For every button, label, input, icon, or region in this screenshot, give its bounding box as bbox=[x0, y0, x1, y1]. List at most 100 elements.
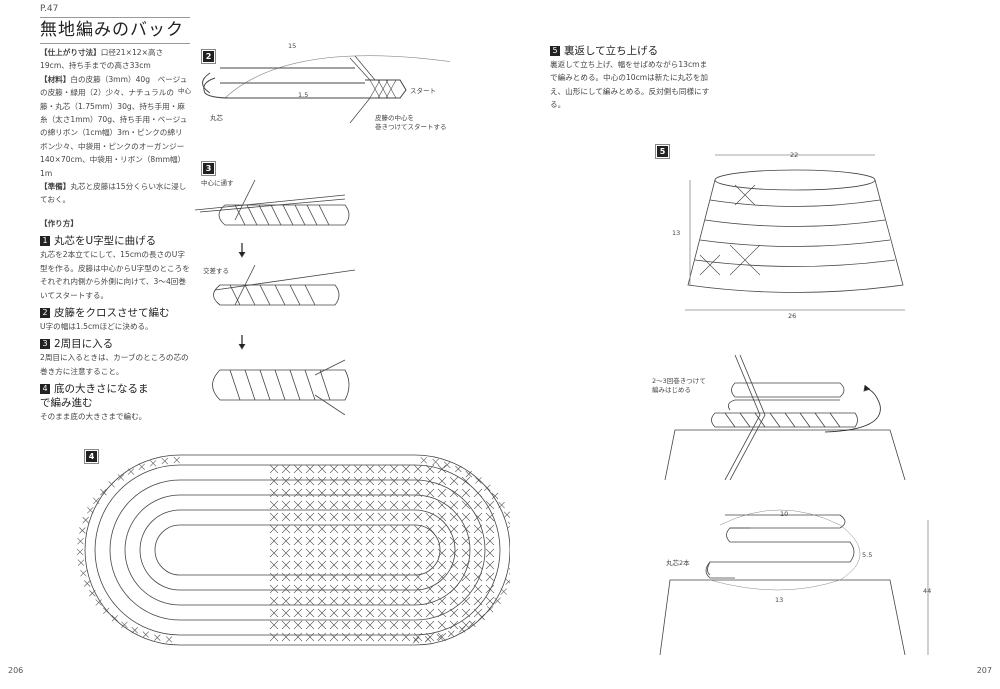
weave-mark bbox=[473, 524, 483, 534]
weave-mark bbox=[473, 536, 483, 546]
weave-mark bbox=[317, 488, 327, 498]
weave-mark bbox=[269, 596, 279, 606]
weave-mark bbox=[341, 584, 351, 594]
weave-mark bbox=[505, 578, 510, 585]
spec-block: 【仕上がり寸法】口径21×12×高さ19cm、持ち手までの高さ33cm 【材料】… bbox=[40, 46, 188, 207]
weave-mark bbox=[341, 560, 351, 570]
weave-mark bbox=[269, 488, 279, 498]
weave-mark bbox=[365, 560, 375, 570]
weave-mark bbox=[293, 620, 303, 630]
weave-mark bbox=[461, 584, 471, 594]
weave-mark bbox=[317, 596, 327, 606]
weave-mark bbox=[293, 476, 303, 486]
weave-mark bbox=[437, 488, 447, 498]
weave-mark bbox=[425, 608, 435, 618]
weave-mark bbox=[437, 464, 447, 474]
weave-mark bbox=[377, 572, 387, 582]
weave-mark bbox=[473, 572, 483, 582]
weave-mark bbox=[461, 572, 471, 582]
weave-mark bbox=[341, 632, 351, 642]
weave-mark bbox=[485, 560, 495, 570]
weave-mark bbox=[413, 536, 423, 546]
weave-mark bbox=[401, 476, 411, 486]
weave-mark bbox=[83, 580, 91, 587]
weave-mark bbox=[317, 500, 327, 510]
weave-mark bbox=[341, 512, 351, 522]
weave-mark bbox=[353, 596, 363, 606]
weave-mark bbox=[500, 588, 507, 595]
weave-mark bbox=[341, 620, 351, 630]
weave-mark bbox=[127, 468, 135, 475]
weave-mark bbox=[473, 500, 483, 510]
weave-mark bbox=[269, 548, 279, 558]
weave-mark bbox=[401, 596, 411, 606]
weave-mark bbox=[413, 608, 423, 618]
weave-mark bbox=[281, 632, 291, 642]
weave-mark bbox=[341, 608, 351, 618]
weave-mark bbox=[425, 596, 435, 606]
weave-mark bbox=[484, 484, 491, 492]
weave-mark bbox=[461, 536, 471, 546]
weave-mark bbox=[317, 620, 327, 630]
weave-mark bbox=[281, 596, 291, 606]
weave-mark bbox=[461, 488, 471, 498]
size-label: 【仕上がり寸法】 bbox=[40, 48, 101, 57]
weave-mark bbox=[473, 548, 483, 558]
weave-mark bbox=[377, 524, 387, 534]
step-text: 2周目に入るときは、カーブのところの芯の巻き方に注意すること。 bbox=[40, 353, 189, 376]
weave-mark bbox=[365, 548, 375, 558]
how-label: 【作り方】 bbox=[40, 218, 78, 228]
step-text: 裏返して立ち上げ、幅をせばめながら13cmまで編みとめる。中心の10cmは新たに… bbox=[550, 60, 710, 110]
weave-mark bbox=[281, 548, 291, 558]
weave-mark bbox=[305, 620, 315, 630]
weave-mark bbox=[389, 584, 399, 594]
weave-mark bbox=[413, 584, 423, 594]
weave-mark bbox=[437, 536, 447, 546]
weave-mark bbox=[305, 548, 315, 558]
label-note: 編みはじめる bbox=[652, 385, 691, 394]
weave-mark bbox=[353, 512, 363, 522]
figure-3-badge: 3 bbox=[201, 161, 216, 176]
weave-mark bbox=[77, 537, 84, 545]
weave-mark bbox=[485, 536, 495, 546]
weave-mark bbox=[281, 560, 291, 570]
weave-mark bbox=[473, 560, 483, 570]
weave-mark bbox=[305, 536, 315, 546]
weave-mark bbox=[413, 488, 423, 498]
weave-mark bbox=[424, 636, 432, 643]
weave-mark bbox=[448, 630, 455, 638]
weave-mark bbox=[425, 620, 435, 630]
weave-mark bbox=[413, 596, 423, 606]
weave-mark bbox=[473, 584, 483, 594]
weave-mark bbox=[455, 465, 462, 473]
weave-mark bbox=[317, 632, 327, 642]
weave-mark bbox=[413, 572, 423, 582]
figure-4-diagram bbox=[76, 454, 510, 646]
weave-mark bbox=[413, 548, 423, 558]
weave-mark bbox=[353, 584, 363, 594]
weave-mark bbox=[401, 536, 411, 546]
weave-mark bbox=[365, 572, 375, 582]
weave-mark bbox=[121, 621, 128, 629]
weave-mark bbox=[281, 572, 291, 582]
weave-mark bbox=[473, 512, 483, 522]
dimension-bottom: 13 bbox=[775, 596, 783, 604]
weave-mark bbox=[437, 584, 447, 594]
weave-mark bbox=[449, 620, 459, 630]
weave-mark bbox=[269, 560, 279, 570]
weave-mark bbox=[341, 524, 351, 534]
weave-mark bbox=[475, 477, 482, 484]
weave-mark bbox=[281, 500, 291, 510]
label-center: 中心 bbox=[178, 86, 192, 95]
weave-mark bbox=[93, 497, 100, 505]
weave-mark bbox=[377, 464, 387, 474]
weave-mark bbox=[317, 464, 327, 474]
weave-mark bbox=[293, 500, 303, 510]
weave-mark bbox=[317, 560, 327, 570]
step-title: 裏返して立ち上げる bbox=[564, 45, 659, 57]
weave-mark bbox=[305, 584, 315, 594]
weave-mark bbox=[449, 572, 459, 582]
weave-mark bbox=[461, 548, 471, 558]
weave-mark bbox=[377, 596, 387, 606]
